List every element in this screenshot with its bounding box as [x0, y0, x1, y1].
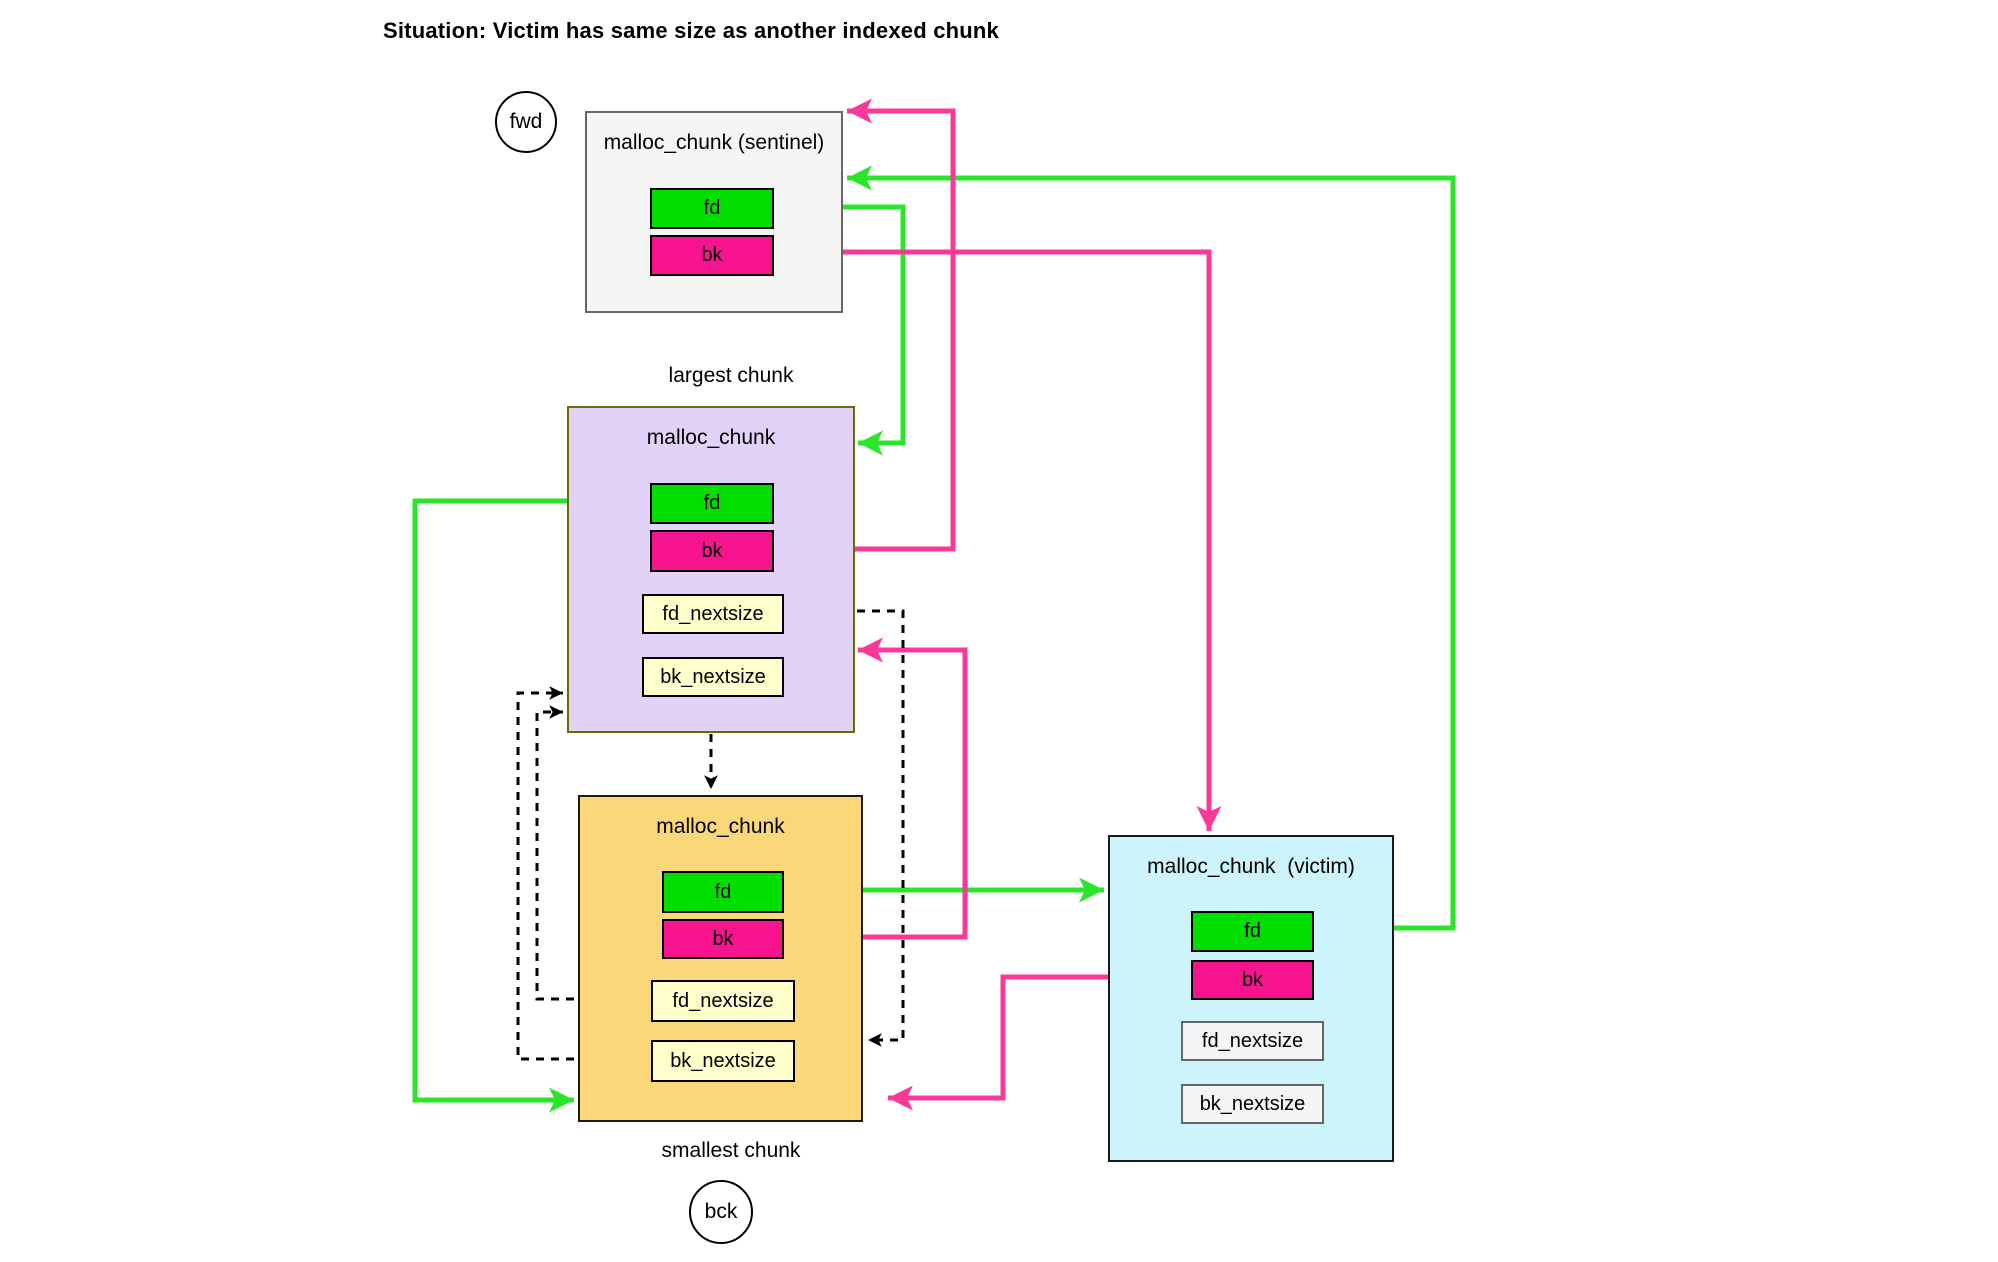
largest-chunk-label: largest chunk [668, 364, 794, 387]
smallest-bk-nextsize-field: bk_nextsize [651, 1040, 795, 1082]
chunk-largest-title: malloc_chunk [646, 426, 776, 449]
chunk-sentinel-title: malloc_chunk (sentinel) [603, 131, 825, 154]
sentinel-fd-field: fd [650, 188, 774, 229]
bck-node: bck [689, 1180, 753, 1244]
smallest-fd-field: fd [662, 871, 784, 913]
victim-fd-field: fd [1191, 911, 1314, 952]
fwd-node-label: fwd [509, 110, 543, 133]
largest-fd-nextsize-field: fd_nextsize [642, 594, 784, 634]
largest-bk-nextsize-field: bk_nextsize [642, 657, 784, 697]
chunk-smallest-title: malloc_chunk [656, 815, 785, 838]
smallest-chunk-label: smallest chunk [661, 1139, 801, 1162]
victim-bk-nextsize-field: bk_nextsize [1181, 1084, 1324, 1124]
edge-victim-fd-to-sentinel [847, 165, 1456, 931]
smallest-fd-nextsize-field: fd_nextsize [651, 980, 795, 1022]
bck-node-label: bck [704, 1200, 738, 1223]
chunk-largest: malloc_chunk fd bk fd_nextsize bk_nextsi… [567, 406, 855, 733]
sentinel-bk-field: bk [650, 235, 774, 276]
largest-fd-field: fd [650, 483, 774, 524]
victim-fd-nextsize-field: fd_nextsize [1181, 1021, 1324, 1061]
victim-bk-field: bk [1191, 960, 1314, 1000]
chunk-smallest: malloc_chunk fd bk fd_nextsize bk_nextsi… [578, 795, 863, 1122]
chunk-sentinel: malloc_chunk (sentinel) fd bk [585, 111, 843, 313]
chunk-victim-title: malloc_chunk (victim) [1147, 855, 1355, 878]
smallest-bk-field: bk [662, 919, 784, 959]
diagram-title: Situation: Victim has same size as anoth… [383, 18, 999, 43]
fwd-node: fwd [495, 91, 557, 153]
chunk-victim: malloc_chunk (victim) fd bk fd_nextsize … [1108, 835, 1394, 1162]
largest-bk-field: bk [650, 530, 774, 572]
